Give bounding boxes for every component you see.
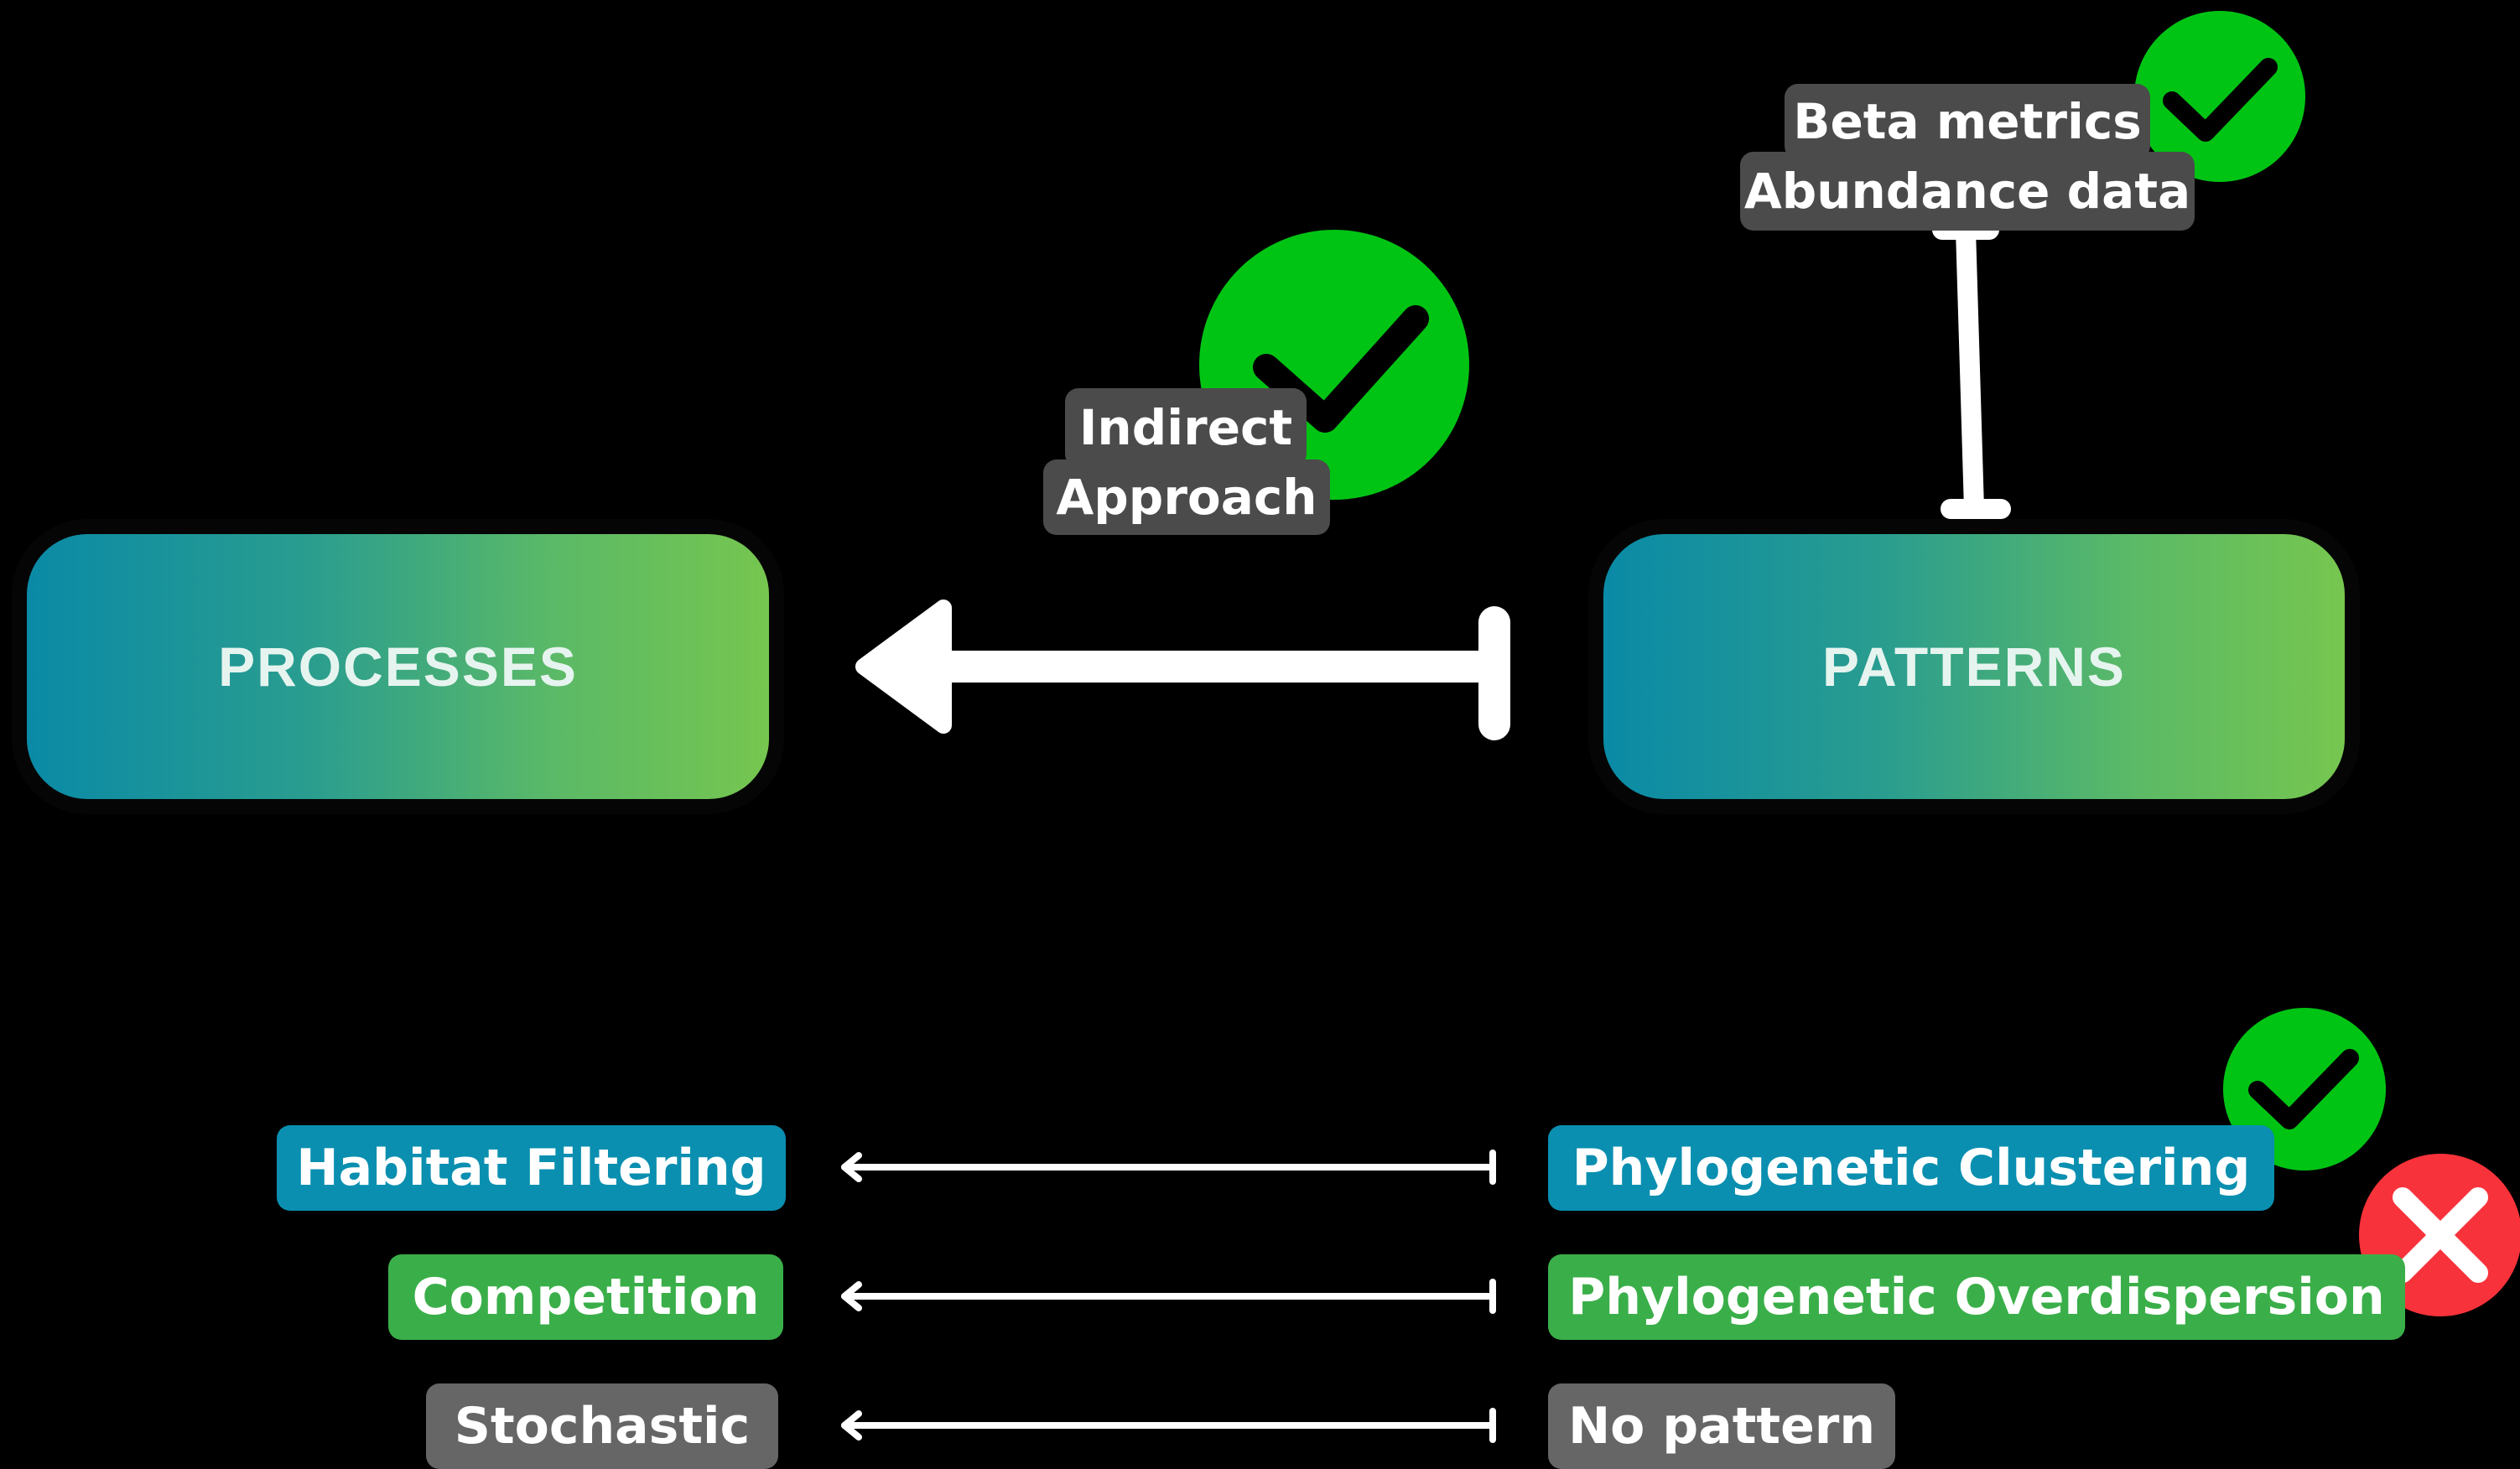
- vertical-connector: [1932, 220, 2011, 519]
- pattern-pill-no-pattern: No pattern: [1548, 1383, 1895, 1469]
- row-arrow-2: [841, 1279, 1496, 1314]
- check-icon: [2134, 11, 2305, 182]
- indirect-approach-line2: Approach: [1043, 459, 1330, 535]
- pattern-pill-phylogenetic-clustering: Phylogenetic Clustering: [1548, 1125, 2274, 1211]
- patterns-node: PATTERNS: [1603, 534, 2345, 799]
- beta-metrics-line1: Beta metrics: [1785, 84, 2150, 159]
- processes-node: PROCESSES: [27, 534, 769, 799]
- row-arrow-1: [841, 1150, 1496, 1185]
- process-pill-competition: Competition: [388, 1254, 783, 1340]
- process-pill-stochastic: Stochastic: [426, 1383, 778, 1469]
- process-pill-habitat-filtering: Habitat Filtering: [277, 1125, 786, 1211]
- processes-label: PROCESSES: [218, 636, 578, 698]
- patterns-label: PATTERNS: [1822, 636, 2126, 698]
- main-arrow: [855, 600, 1510, 740]
- indirect-approach-line1: Indirect: [1065, 388, 1307, 467]
- pattern-pill-phylogenetic-overdispersion: Phylogenetic Overdispersion: [1548, 1254, 2405, 1340]
- beta-metrics-line2: Abundance data: [1740, 152, 2195, 231]
- row-arrow-3: [841, 1408, 1496, 1443]
